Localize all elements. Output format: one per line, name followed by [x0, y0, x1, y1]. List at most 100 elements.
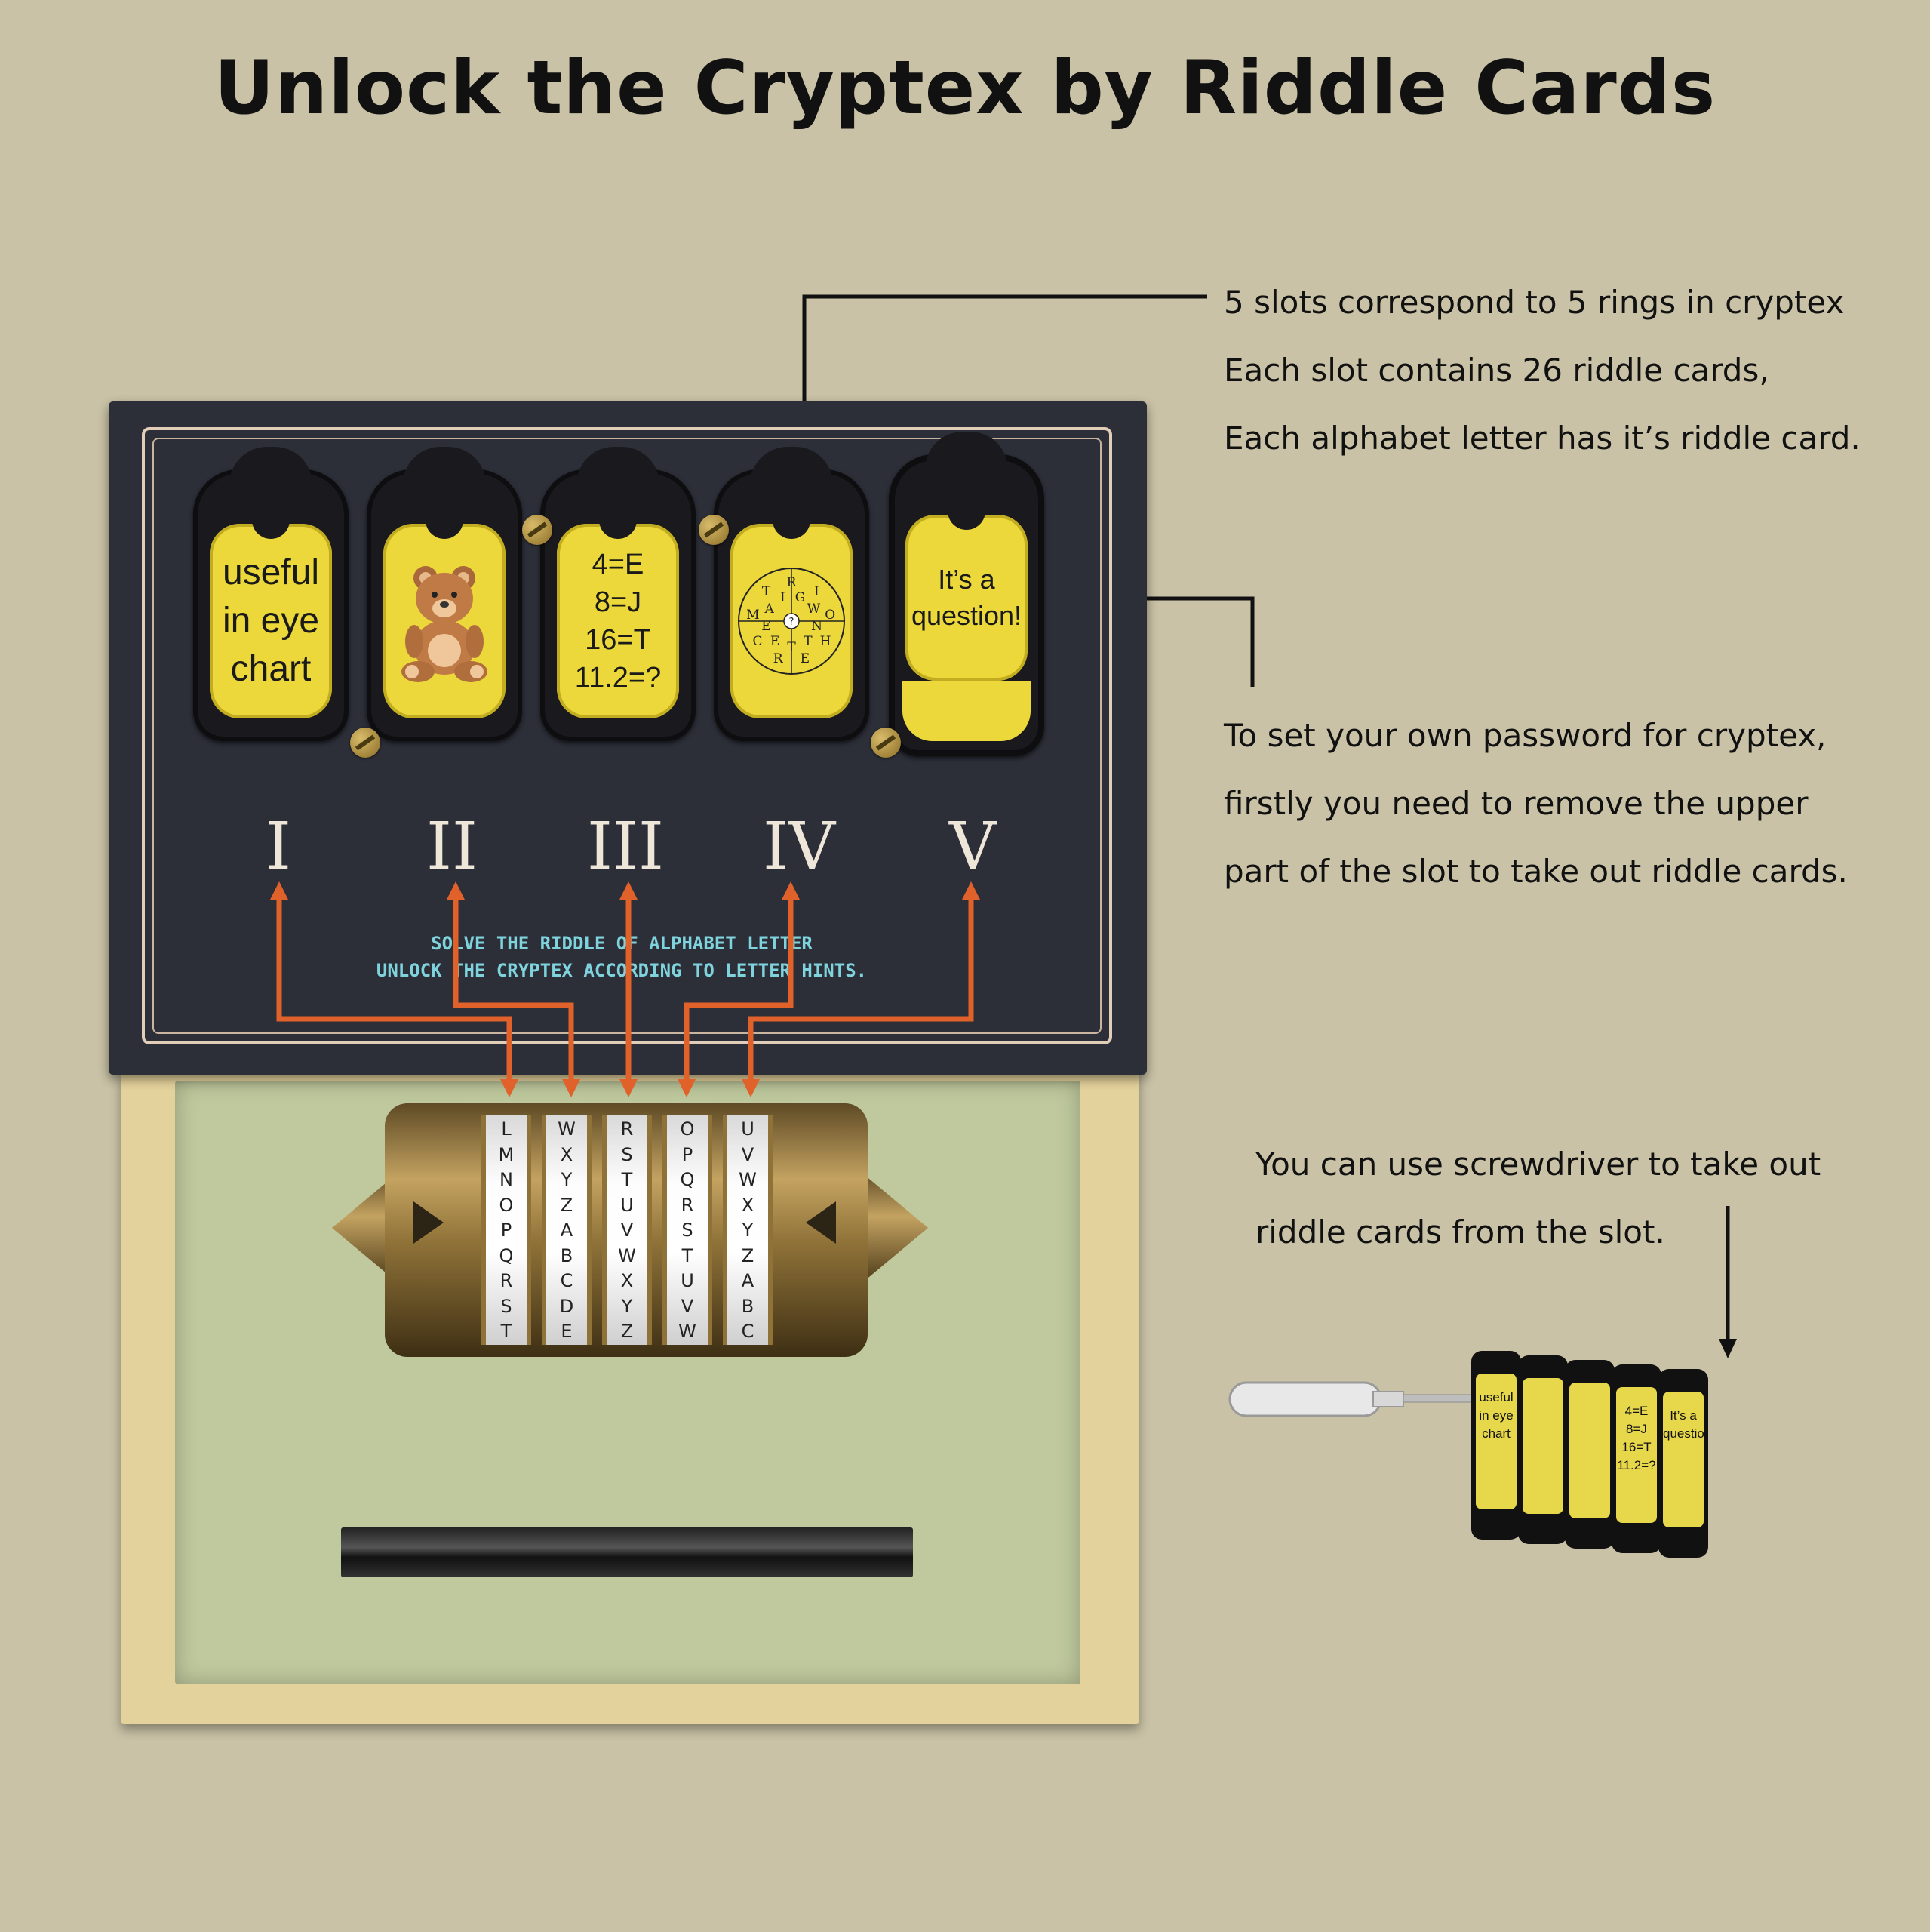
wheel-letter: E [761, 619, 770, 634]
ring-letter: Z [560, 1194, 573, 1216]
ring-letter: P [500, 1220, 512, 1241]
wheel-letter: E [770, 634, 779, 649]
ring-letter: Q [499, 1244, 514, 1266]
play-triangle-icon [806, 1201, 836, 1244]
riddle-card-5: It’s a question! [905, 510, 1028, 681]
note-slots: 5 slots correspond to 5 rings in cryptex… [1224, 284, 1861, 457]
mini-riddle-card-5: It’s a question! [1658, 1369, 1708, 1558]
mini-riddle-card-2 [1518, 1355, 1568, 1544]
ring-letter: U [620, 1194, 634, 1216]
ring-letter: L [501, 1118, 512, 1140]
mini-card-face: 4=E 8=J 16=T 11.2=? [1616, 1387, 1657, 1523]
ring-letter: S [621, 1143, 633, 1165]
ring-letter: E [561, 1321, 573, 1342]
ring-letter: R [681, 1194, 694, 1216]
ring-letter: W [558, 1118, 576, 1140]
wheel-letter: N [811, 619, 822, 634]
connector-ring-2 [453, 898, 574, 1084]
ring-letter: B [741, 1295, 754, 1317]
riddle-card-text: It’s a question! [911, 564, 1022, 631]
mini-card-face [1569, 1383, 1610, 1518]
ring-letter: X [560, 1143, 573, 1165]
connector-ring-4 [684, 898, 794, 1084]
mini-riddle-card-1: useful in eye chart [1471, 1351, 1521, 1540]
ring-letter: A [560, 1220, 573, 1241]
slot-5[interactable]: It’s a question! [889, 432, 1044, 756]
wheel-letter: A [764, 601, 774, 617]
connector-ring-1 [276, 898, 512, 1084]
slot-3[interactable]: 4=E 8=J 16=T 11.2=? [540, 447, 696, 741]
riddle-card-2 [383, 519, 506, 718]
numeral-4: IV [762, 809, 836, 884]
wheel-letter: T [762, 584, 771, 599]
play-triangle-icon [413, 1201, 444, 1244]
screw-icon [871, 728, 901, 758]
ring-letter: R [499, 1270, 513, 1291]
ring-letter: R [620, 1118, 634, 1140]
ring-letter: D [559, 1295, 574, 1317]
ring-letter: O [680, 1118, 695, 1140]
page-title: Unlock the Cryptex by Riddle Cards [214, 45, 1716, 131]
numeral-3: III [587, 809, 664, 884]
ring-letter: T [681, 1244, 693, 1266]
ring-letter: Z [620, 1321, 634, 1342]
wheel-letter: C [752, 634, 762, 649]
callout-arrowhead-screwdriver [1719, 1339, 1737, 1358]
note-password: To set your own password for cryptex, fi… [1224, 717, 1848, 890]
ring-letter: X [620, 1270, 634, 1291]
tray-slot [341, 1527, 913, 1577]
wheel-letter: I [814, 584, 819, 599]
ring-letter: X [741, 1194, 754, 1216]
slot-2[interactable] [367, 447, 522, 741]
ring-letter: U [681, 1270, 694, 1291]
ring-letter: M [498, 1143, 515, 1165]
ring-letter: S [681, 1220, 693, 1241]
wheel-letter: H [820, 634, 831, 649]
ring-letter: N [499, 1169, 513, 1190]
slot-1[interactable]: useful in eye chart [193, 447, 349, 741]
screw-icon [699, 515, 729, 545]
screw-icon [522, 515, 552, 545]
screwdriver-card-stack: useful in eye chart 4=E 8=J 16=T 11.2=?It… [1222, 1351, 1735, 1577]
screw-icon [350, 728, 380, 758]
note-screwdriver: You can use screwdriver to take out ridd… [1255, 1146, 1821, 1251]
mini-riddle-card-4: 4=E 8=J 16=T 11.2=? [1612, 1364, 1661, 1553]
numeral-2: II [426, 809, 478, 884]
ring-letter: Q [680, 1169, 695, 1190]
connector-ring-5 [748, 898, 974, 1084]
ring-letter: S [500, 1295, 512, 1317]
ring-letter: C [560, 1270, 573, 1291]
teddy-bear-icon [401, 566, 487, 682]
ring-letter: C [741, 1321, 754, 1342]
ring-letter: O [499, 1194, 514, 1216]
wheel-letter: I [780, 590, 785, 605]
callout-line-password [1098, 596, 1255, 687]
ring-letter: P [681, 1143, 693, 1165]
ring-letter: U [741, 1118, 754, 1140]
mini-card-face: It’s a question! [1663, 1392, 1704, 1527]
wheel-letter: T [787, 640, 796, 655]
ring-letter: W [739, 1169, 757, 1190]
ring-letter: V [741, 1143, 754, 1165]
numeral-5: V [948, 809, 997, 884]
wheel-letter: O [825, 608, 835, 623]
riddle-card-1: useful in eye chart [210, 519, 332, 718]
ring-letter: T [621, 1169, 633, 1190]
wheel-letter: G [795, 590, 806, 605]
wheel-letter: W [807, 601, 821, 617]
ring-letter: B [560, 1244, 573, 1266]
ring-letter: A [741, 1270, 754, 1291]
ring-letter: V [620, 1220, 634, 1241]
ring-letter: Y [742, 1220, 754, 1241]
ring-letter: Y [621, 1295, 633, 1317]
riddle-card-text: useful in eye chart [222, 552, 320, 689]
